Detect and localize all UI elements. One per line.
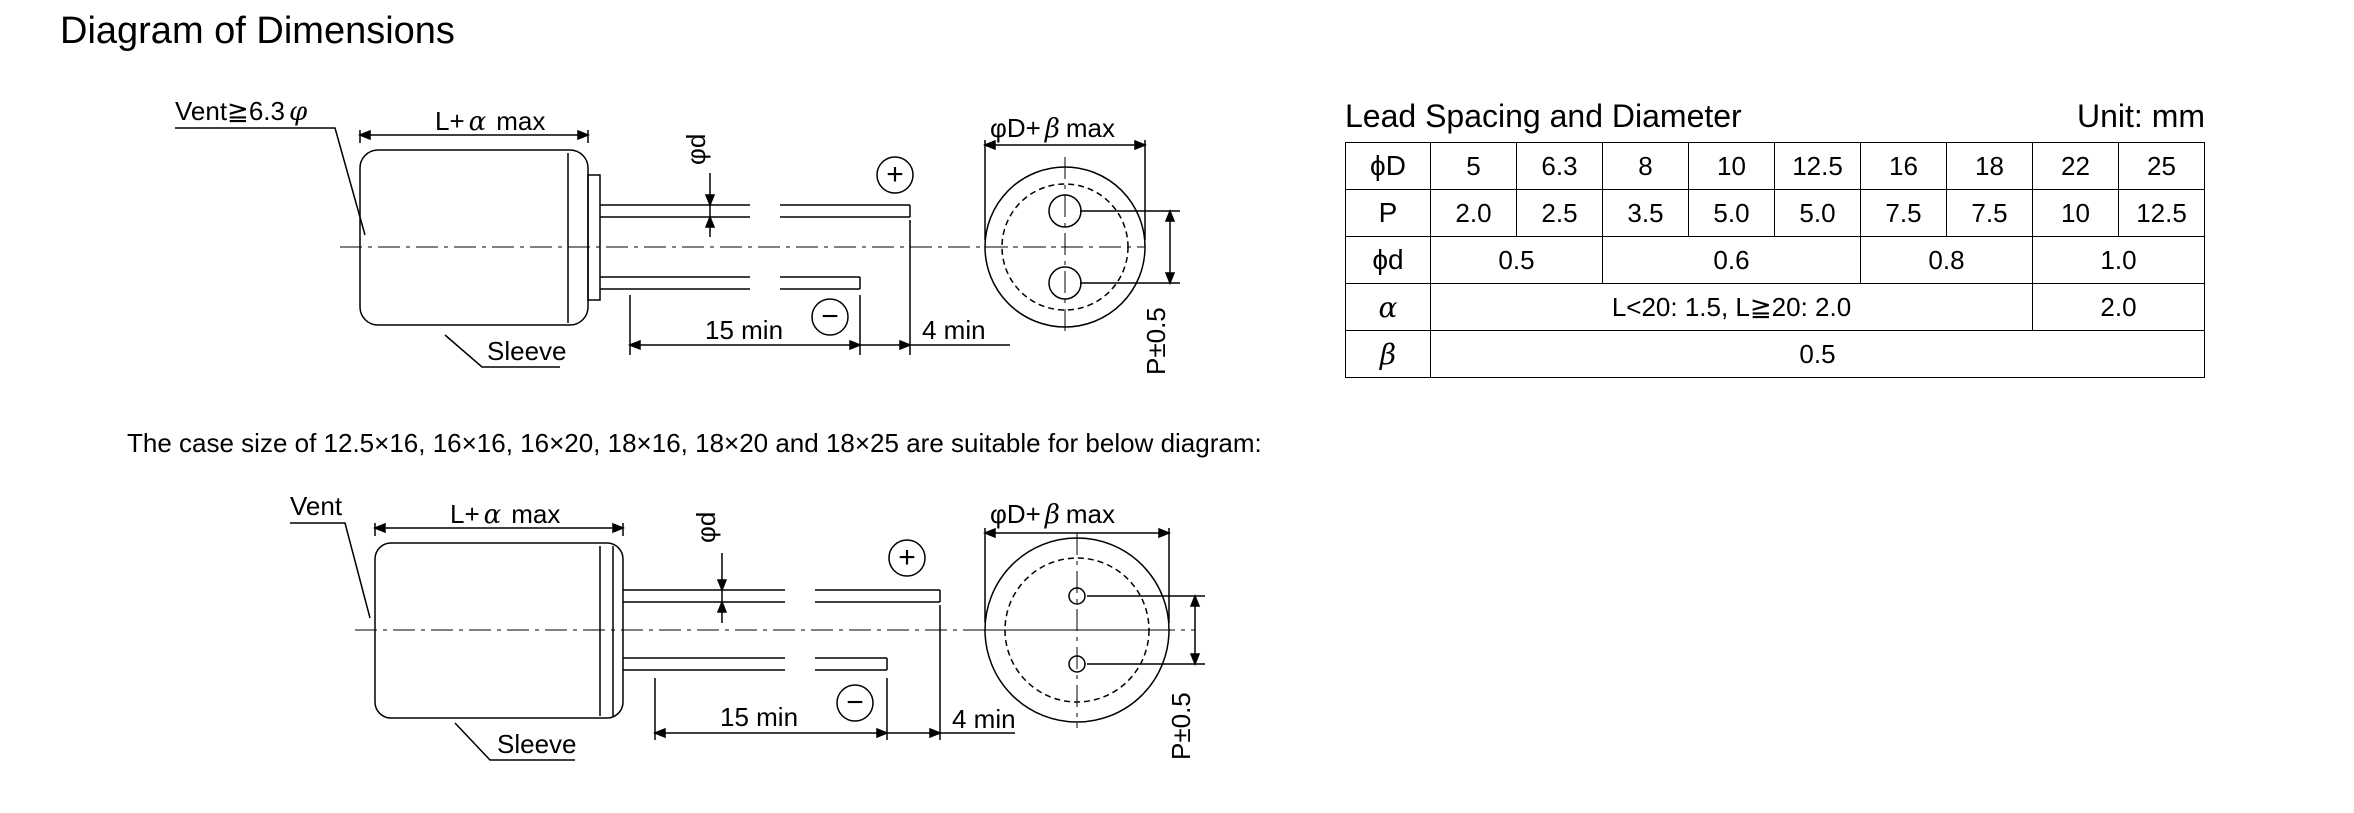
cell: 5.0 — [1774, 189, 1861, 237]
case-size-note: The case size of 12.5×16, 16×16, 16×20, … — [127, 428, 1262, 458]
lead-diameter-label: φd — [681, 134, 711, 165]
cell: 8 — [1602, 142, 1689, 190]
cell: 6.3 — [1516, 142, 1603, 190]
minus-symbol — [836, 684, 874, 722]
svg-text:−: − — [821, 300, 839, 333]
cell: 5 — [1430, 142, 1517, 190]
lead-spacing-table-area: Lead Spacing and Diameter Unit: mm ϕD 5 … — [1345, 98, 2205, 378]
cell: 2.0 — [2032, 283, 2205, 331]
table-title: Lead Spacing and Diameter — [1345, 98, 1742, 134]
cell: 0.5 — [1430, 236, 1603, 284]
cell: 7.5 — [1860, 189, 1947, 237]
cell: 12.5 — [1774, 142, 1861, 190]
cell: 0.8 — [1860, 236, 2033, 284]
lead-lower — [600, 276, 860, 290]
plus-symbol — [888, 539, 926, 577]
row-lead-diameter: ϕd 0.5 0.6 0.8 1.0 — [1345, 236, 2205, 284]
cell: 5.0 — [1688, 189, 1775, 237]
table-unit: Unit: mm — [2077, 98, 2205, 134]
row-label-d: ϕd — [1345, 236, 1431, 284]
lead-length-label: 15 min — [705, 315, 783, 345]
row-label-alpha: α — [1345, 283, 1431, 331]
cell: 25 — [2118, 142, 2205, 190]
row-label-P: P — [1345, 189, 1431, 237]
vent-leader — [290, 522, 371, 619]
lead-spacing-table: ϕD 5 6.3 8 10 12.5 16 18 22 25 P 2.0 2.5… — [1345, 142, 2205, 378]
cell: 2.5 — [1516, 189, 1603, 237]
tail-length-label: 4 min — [922, 315, 986, 345]
cell: 12.5 — [2118, 189, 2205, 237]
row-lead-spacing: P 2.0 2.5 3.5 5.0 5.0 7.5 7.5 10 12.5 — [1345, 189, 2205, 237]
spacing-label: P±0.5 — [1166, 692, 1196, 760]
cell: 16 — [1860, 142, 1947, 190]
svg-text:+: + — [886, 158, 904, 191]
capacitor-body — [359, 149, 589, 326]
lead-lower — [623, 657, 887, 671]
row-alpha: α L<20: 1.5, L≧20: 2.0 2.0 — [1345, 283, 2205, 331]
lead-upper — [600, 204, 910, 218]
cell: L<20: 1.5, L≧20: 2.0 — [1430, 283, 2033, 331]
vent-label: Vent — [290, 491, 343, 521]
sleeve-label: Sleeve — [487, 336, 567, 366]
row-case-diameter: ϕD 5 6.3 8 10 12.5 16 18 22 25 — [1345, 142, 2205, 190]
sleeve-leader — [444, 334, 560, 368]
cell: 10 — [2032, 189, 2119, 237]
minus-symbol — [811, 298, 849, 336]
vent-leader — [175, 127, 366, 236]
lead-diameter-label: φd — [691, 512, 721, 543]
lead-length-label: 15 min — [720, 702, 798, 732]
row-beta: β 0.5 — [1345, 330, 2205, 378]
spacing-label: P±0.5 — [1141, 307, 1171, 375]
lead-upper — [623, 589, 940, 603]
cell: 2.0 — [1430, 189, 1517, 237]
page-title: Diagram of Dimensions — [60, 10, 455, 52]
sleeve-label: Sleeve — [497, 729, 577, 759]
row-label-D: ϕD — [1345, 142, 1431, 190]
sleeve-leader — [454, 722, 575, 761]
rubber-seal — [587, 174, 601, 301]
svg-text:+: + — [898, 541, 916, 574]
row-label-beta: β — [1345, 330, 1431, 378]
cell: 1.0 — [2032, 236, 2205, 284]
svg-text:−: − — [846, 686, 864, 719]
plus-symbol — [876, 156, 914, 194]
tail-length-label: 4 min — [952, 704, 1016, 734]
cell: 0.6 — [1602, 236, 1861, 284]
cell: 7.5 — [1946, 189, 2033, 237]
cell: 0.5 — [1430, 330, 2205, 378]
cell: 22 — [2032, 142, 2119, 190]
cell: 18 — [1946, 142, 2033, 190]
cell: 10 — [1688, 142, 1775, 190]
cell: 3.5 — [1602, 189, 1689, 237]
